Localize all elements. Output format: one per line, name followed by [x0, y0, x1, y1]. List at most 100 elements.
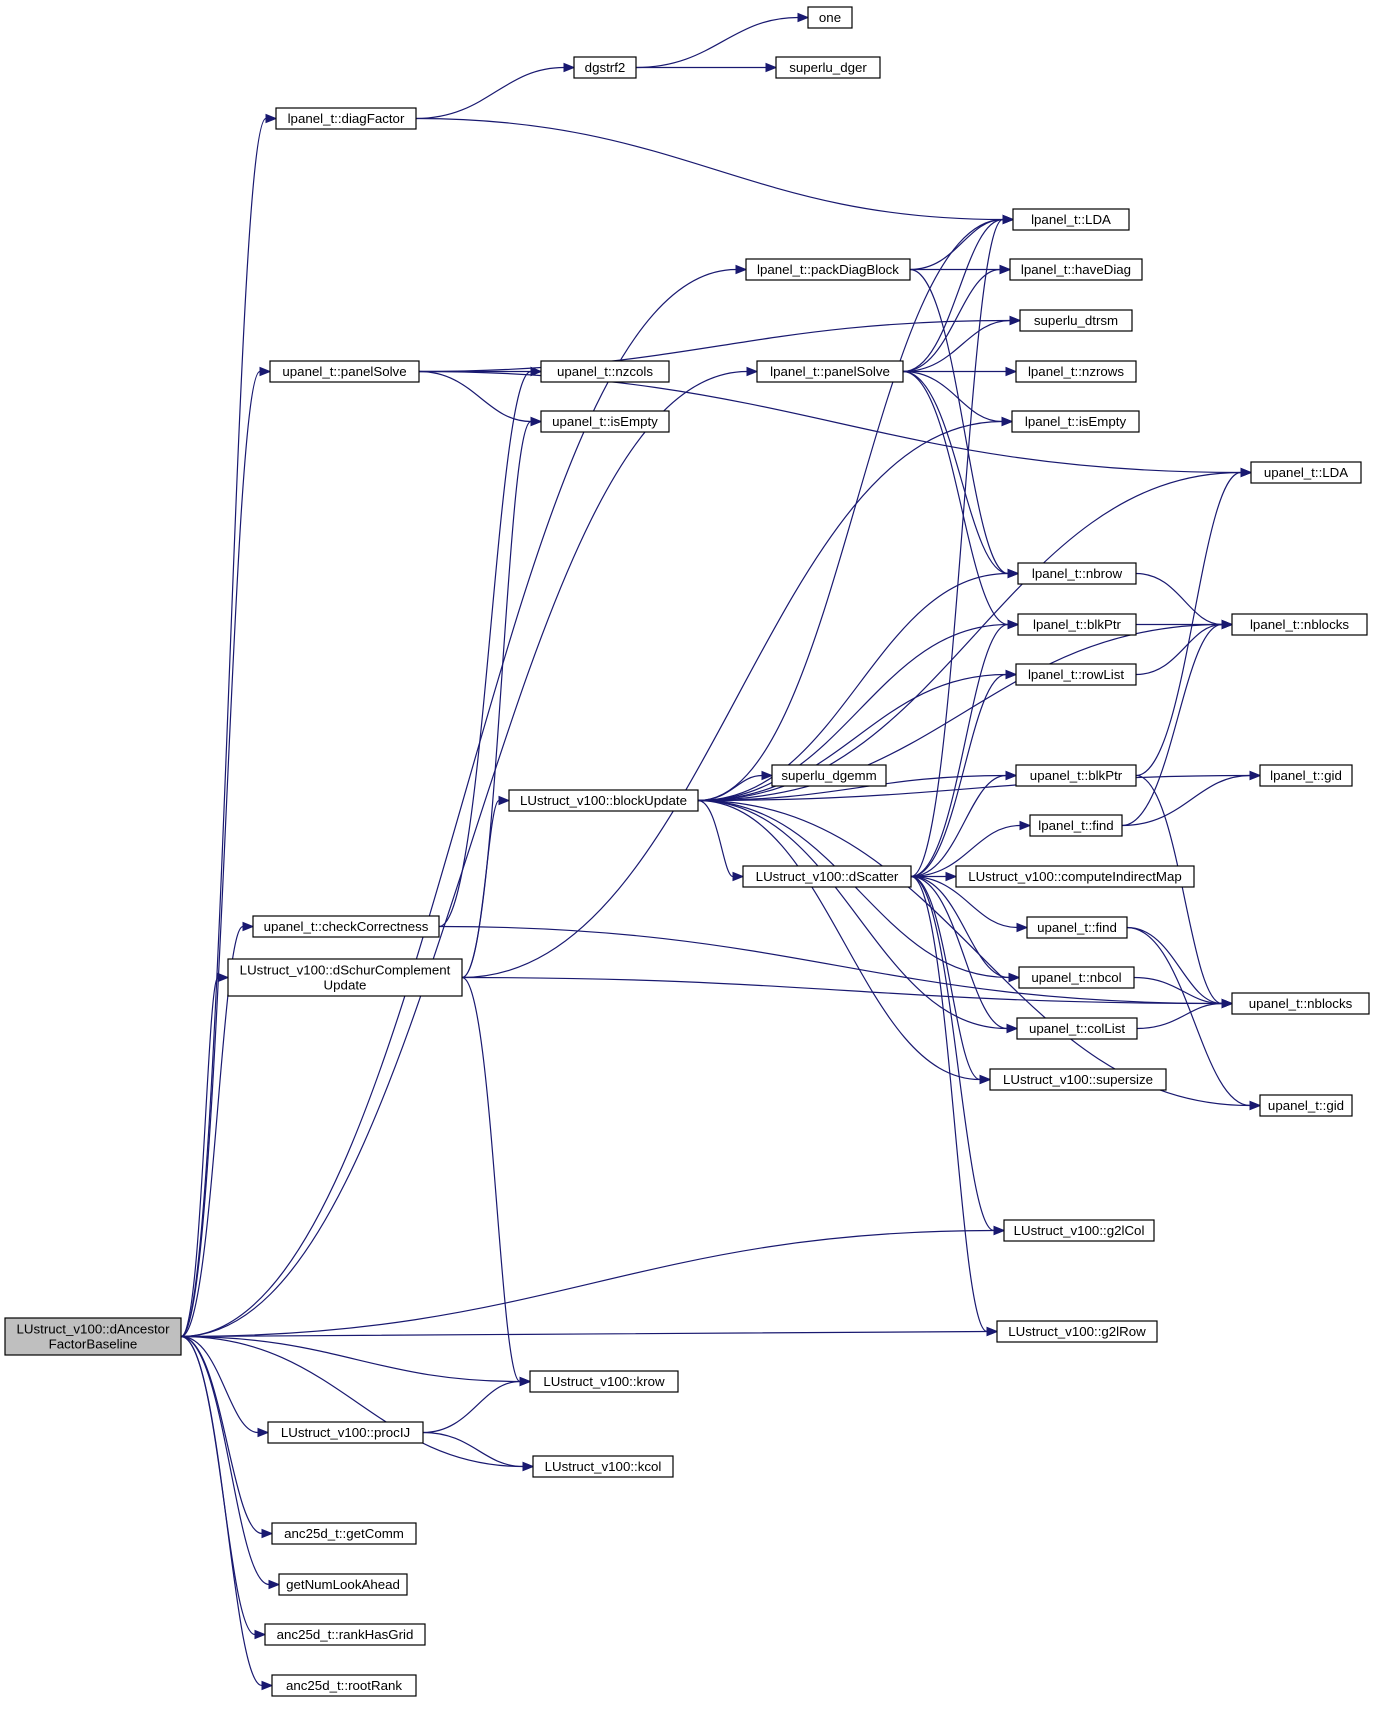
- node-supersize[interactable]: LUstruct_v100::supersize: [989, 1068, 1167, 1091]
- node-up_find[interactable]: upanel_t::find: [1026, 916, 1128, 939]
- node-label: upanel_t::checkCorrectness: [264, 919, 429, 934]
- node-lp_find[interactable]: lpanel_t::find: [1029, 814, 1123, 837]
- node-getComm[interactable]: anc25d_t::getComm: [271, 1522, 417, 1545]
- node-lp_haveDiag[interactable]: lpanel_t::haveDiag: [1009, 258, 1143, 281]
- edge-line: [1133, 976, 1223, 1005]
- node-dgstrf2[interactable]: dgstrf2: [573, 56, 637, 79]
- node-label: upanel_t::blkPtr: [1030, 768, 1123, 783]
- edge-line: [902, 370, 1009, 575]
- arrow-head-icon: [259, 366, 272, 377]
- node-label: anc25d_t::getComm: [284, 1526, 404, 1541]
- arrow-head-icon: [1005, 669, 1018, 680]
- edge-line: [180, 370, 261, 1338]
- node-checkCorrectness[interactable]: upanel_t::checkCorrectness: [252, 915, 440, 938]
- edge-line: [910, 774, 1007, 878]
- node-lp_nblocks[interactable]: lpanel_t::nblocks: [1231, 613, 1368, 636]
- node-rootRank[interactable]: anc25d_t::rootRank: [271, 1674, 417, 1697]
- node-label: upanel_t::find: [1037, 920, 1117, 935]
- node-up_nblocks[interactable]: upanel_t::nblocks: [1231, 992, 1370, 1015]
- node-box: [271, 1674, 417, 1697]
- node-label: superlu_dgemm: [781, 768, 876, 783]
- arrow-head-icon: [945, 871, 958, 882]
- node-lp_blkPtr[interactable]: lpanel_t::blkPtr: [1017, 613, 1137, 636]
- node-box: [1015, 360, 1137, 383]
- edge-line: [461, 420, 1003, 979]
- arrow-head-icon: [1007, 619, 1020, 630]
- node-up_gid[interactable]: upanel_t::gid: [1259, 1094, 1353, 1117]
- node-box: [573, 56, 637, 79]
- node-g2lCol[interactable]: LUstruct_v100::g2lCol: [1003, 1219, 1155, 1242]
- node-lp_LDA[interactable]: lpanel_t::LDA: [1012, 208, 1130, 231]
- node-lp_isEmpty[interactable]: lpanel_t::isEmpty: [1011, 410, 1140, 433]
- node-superlu_dger[interactable]: superlu_dger: [775, 56, 881, 79]
- call-edge-dScatter-to-g2lCol: [910, 875, 1006, 1236]
- node-procIJ[interactable]: LUstruct_v100::procIJ: [267, 1421, 424, 1444]
- arrow-head-icon: [1009, 315, 1022, 326]
- edge-line: [697, 774, 1251, 802]
- arrow-head-icon: [746, 366, 759, 377]
- arrow-head-icon: [1005, 366, 1018, 377]
- node-label: anc25d_t::rootRank: [286, 1678, 402, 1693]
- edge-line: [910, 824, 1021, 878]
- node-up_LDA[interactable]: upanel_t::LDA: [1250, 461, 1362, 484]
- node-blockUpdate[interactable]: LUstruct_v100::blockUpdate: [508, 789, 699, 812]
- node-g2lRow[interactable]: LUstruct_v100::g2lRow: [996, 1320, 1158, 1343]
- node-up_blkPtr[interactable]: upanel_t::blkPtr: [1015, 764, 1137, 787]
- node-box: [1018, 966, 1135, 989]
- node-dScatter[interactable]: LUstruct_v100::dScatter: [742, 865, 912, 888]
- node-getNumLookAhead[interactable]: getNumLookAhead: [278, 1573, 408, 1596]
- node-rankHasGrid[interactable]: anc25d_t::rankHasGrid: [264, 1623, 426, 1646]
- node-box: [1017, 562, 1137, 585]
- edge-line: [910, 875, 1010, 979]
- node-lp_nzrows[interactable]: lpanel_t::nzrows: [1015, 360, 1137, 383]
- node-label: upanel_t::nzcols: [557, 364, 653, 379]
- node-box: [1231, 613, 1368, 636]
- edge-line: [697, 673, 1007, 802]
- node-one[interactable]: one: [807, 6, 853, 29]
- node-box: [267, 1421, 424, 1444]
- node-label: lpanel_t::blkPtr: [1033, 617, 1122, 632]
- call-edge-dSchur-to-lp_isEmpty: [461, 416, 1014, 979]
- arrow-head-icon: [217, 972, 230, 983]
- node-up_nzcols[interactable]: upanel_t::nzcols: [540, 360, 670, 383]
- edge-line: [180, 1335, 263, 1535]
- call-edge-dScatter-to-up_colList: [910, 875, 1019, 1034]
- node-kcol[interactable]: LUstruct_v100::kcol: [532, 1455, 674, 1478]
- node-lp_nbrow[interactable]: lpanel_t::nbrow: [1017, 562, 1137, 585]
- node-up_nbcol[interactable]: upanel_t::nbcol: [1018, 966, 1135, 989]
- edge-line: [1126, 926, 1223, 1005]
- edge-line: [180, 1335, 259, 1434]
- edge-line: [180, 370, 748, 1338]
- node-up_colList[interactable]: upanel_t::colList: [1016, 1017, 1138, 1040]
- edge-line: [461, 976, 1223, 1005]
- node-box: [540, 410, 670, 433]
- node-box: [227, 958, 463, 997]
- node-up_isEmpty[interactable]: upanel_t::isEmpty: [540, 410, 670, 433]
- edge-line: [1136, 1002, 1223, 1030]
- node-lp_panelSolve[interactable]: lpanel_t::panelSolve: [756, 360, 904, 383]
- call-edge-lp_panelSolve-to-lp_nzrows: [903, 366, 1018, 377]
- node-up_panelSolve[interactable]: upanel_t::panelSolve: [269, 360, 420, 383]
- node-box: [1259, 1094, 1353, 1117]
- node-label: upanel_t::gid: [1268, 1098, 1344, 1113]
- node-lp_packDiagBlock[interactable]: lpanel_t::packDiagBlock: [745, 258, 911, 281]
- arrow-head-icon: [268, 1579, 281, 1590]
- node-superlu_dgemm[interactable]: superlu_dgemm: [771, 764, 887, 787]
- node-krow[interactable]: LUstruct_v100::krow: [529, 1370, 679, 1393]
- node-lp_diagFactor[interactable]: lpanel_t::diagFactor: [275, 107, 417, 130]
- node-superlu_dtrsm[interactable]: superlu_dtrsm: [1019, 309, 1133, 332]
- node-lp_rowList[interactable]: lpanel_t::rowList: [1015, 663, 1137, 686]
- node-lp_gid[interactable]: lpanel_t::gid: [1259, 764, 1353, 787]
- node-box: [1003, 1219, 1155, 1242]
- node-box: [1250, 461, 1362, 484]
- node-box: [775, 56, 881, 79]
- edge-line: [180, 1229, 995, 1338]
- edge-line: [422, 1431, 524, 1468]
- call-edge-lp_packDiagBlock-to-lp_haveDiag: [909, 264, 1012, 275]
- call-edge-dScatter-to-lp_find: [910, 820, 1032, 878]
- node-computeIndirectMap[interactable]: LUstruct_v100::computeIndirectMap: [955, 865, 1195, 888]
